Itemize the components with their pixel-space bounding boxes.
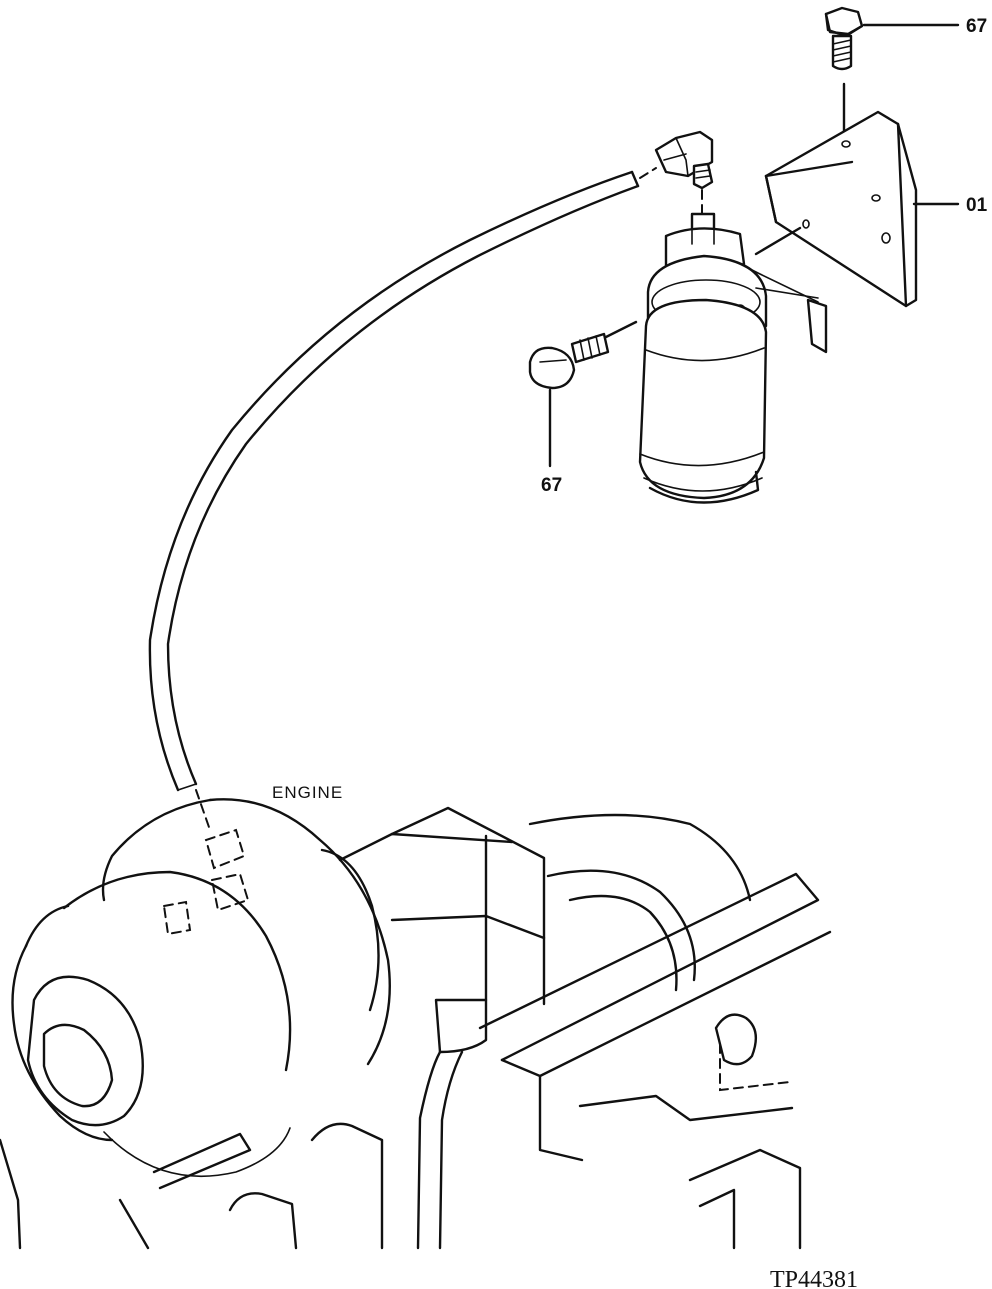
figure-id: TP44381 xyxy=(770,1267,858,1289)
callout-bracket: 01 xyxy=(966,195,988,216)
bolt-side xyxy=(528,320,638,468)
engine xyxy=(0,789,832,1250)
callout-bolt-top: 67 xyxy=(966,16,987,37)
hose xyxy=(148,167,657,792)
bracket-leader xyxy=(754,226,802,256)
bolt-top xyxy=(824,6,960,71)
callout-bolt-side: 67 xyxy=(541,475,562,496)
elbow-fitting xyxy=(654,130,714,190)
filter-canister xyxy=(638,212,828,504)
engine-label: ENGINE xyxy=(272,783,343,802)
bracket xyxy=(764,110,960,308)
